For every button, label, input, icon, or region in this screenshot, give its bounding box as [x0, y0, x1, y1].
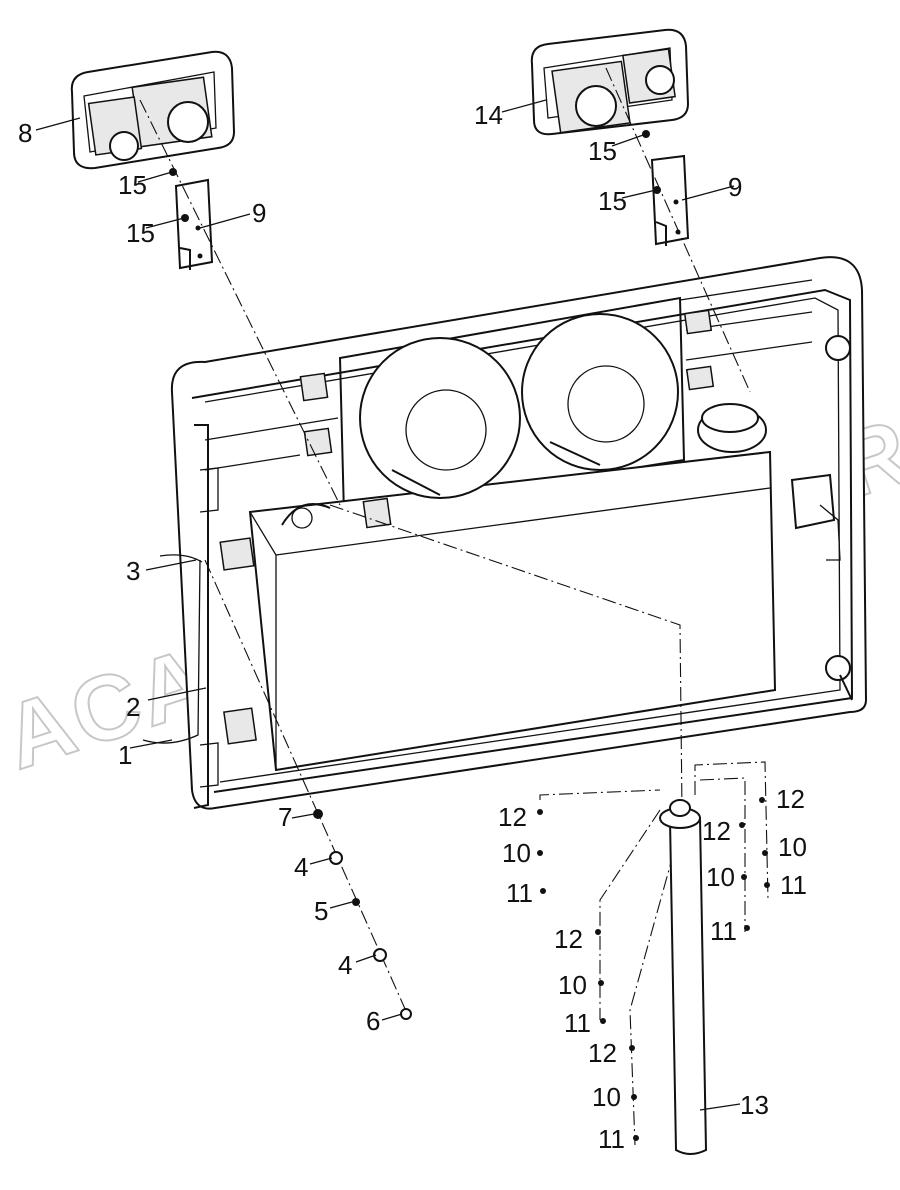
- blower-fan-right: [521, 313, 679, 471]
- callout-labels: 1 2 3 4 4 5 6 7 8 9 9 10 10 10 10 10 11 …: [18, 100, 807, 1154]
- callout-12: 12: [498, 802, 527, 832]
- callout-15: 15: [588, 136, 617, 166]
- bracket-left: [174, 178, 214, 270]
- callout-6: 6: [366, 1006, 380, 1036]
- leader-lines: [35, 99, 741, 1111]
- callout-4: 4: [338, 950, 352, 980]
- callout-8: 8: [18, 118, 32, 148]
- callout-11: 11: [710, 916, 737, 946]
- drain-hose: [659, 799, 708, 1155]
- callout-4: 4: [294, 852, 308, 882]
- callout-12: 12: [588, 1038, 617, 1068]
- callout-2: 2: [126, 692, 140, 722]
- callout-7: 7: [278, 802, 292, 832]
- callout-9: 9: [252, 198, 266, 228]
- callout-1: 1: [118, 740, 132, 770]
- assembly-lines: [139, 67, 769, 1146]
- fasteners: [142, 130, 770, 1141]
- callout-5: 5: [314, 896, 328, 926]
- ac-housing: [170, 256, 868, 810]
- air-vent-right: [530, 28, 690, 136]
- callout-15: 15: [126, 218, 155, 248]
- callout-14: 14: [474, 100, 503, 130]
- callout-11: 11: [564, 1008, 591, 1038]
- callout-10: 10: [778, 832, 807, 862]
- callout-13: 13: [740, 1090, 769, 1120]
- callout-11: 11: [598, 1124, 625, 1154]
- air-vent-left: [70, 50, 236, 170]
- callout-12: 12: [776, 784, 805, 814]
- blower-fan-left: [359, 337, 521, 499]
- callout-10: 10: [502, 838, 531, 868]
- callout-12: 12: [554, 924, 583, 954]
- bracket-right: [650, 154, 690, 246]
- callout-10: 10: [592, 1082, 621, 1112]
- callout-15: 15: [118, 170, 147, 200]
- callout-12: 12: [702, 816, 731, 846]
- callout-10: 10: [706, 862, 735, 892]
- callout-9: 9: [728, 172, 742, 202]
- callout-15: 15: [598, 186, 627, 216]
- callout-11: 11: [506, 878, 533, 908]
- callout-3: 3: [126, 556, 140, 586]
- callout-11: 11: [780, 870, 807, 900]
- callout-10: 10: [558, 970, 587, 1000]
